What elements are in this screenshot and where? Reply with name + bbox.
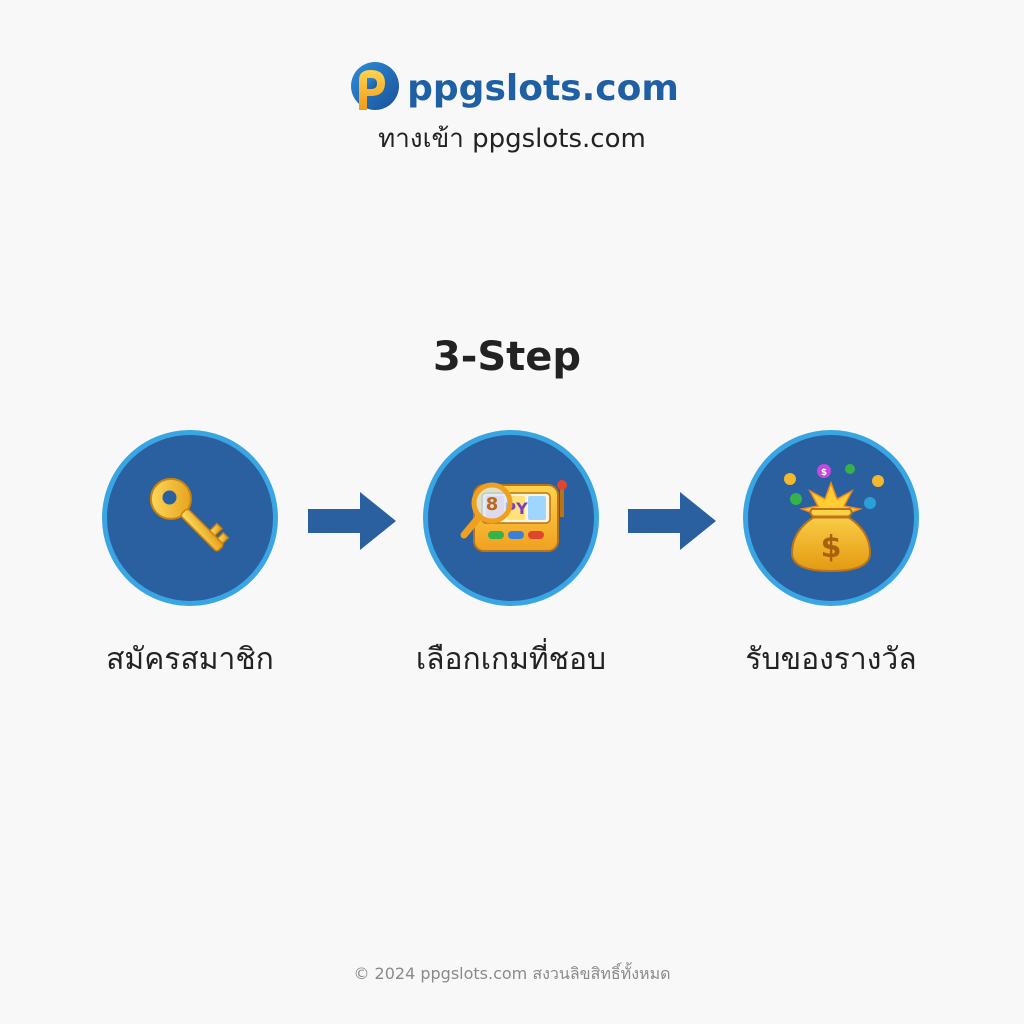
step-3-label: รับของรางวัล (745, 642, 917, 677)
ppgslots-logo-icon (351, 62, 400, 110)
svg-text:$: $ (821, 468, 827, 478)
step-2-label: เลือกเกมที่ชอบ (415, 642, 607, 677)
step-2-circle[interactable]: PY 8 (423, 430, 599, 606)
svg-text:8: 8 (486, 494, 499, 515)
brand-name: ppgslots.com (407, 67, 679, 109)
key-icon (149, 477, 230, 552)
footer-copyright: © 2024 ppgslots.com สงวนลิขสิทธิ์ทั้งหมด (353, 964, 671, 983)
arrow-right-icon (308, 492, 396, 550)
tagline: ทางเข้า ppgslots.com (378, 124, 646, 154)
slot-machine-search-icon: PY 8 (460, 480, 567, 552)
arrow-right-icon (628, 492, 716, 550)
brand-header[interactable]: ppgslots.com (0, 60, 1024, 116)
money-bag-icon: $ $ (784, 464, 884, 573)
step-3-circle[interactable]: $ $ (743, 430, 919, 606)
step-1-circle[interactable] (102, 430, 278, 606)
steps-title: 3-Step (432, 334, 582, 380)
step-1-label: สมัครสมาชิก (106, 642, 274, 677)
svg-text:$: $ (821, 530, 842, 565)
